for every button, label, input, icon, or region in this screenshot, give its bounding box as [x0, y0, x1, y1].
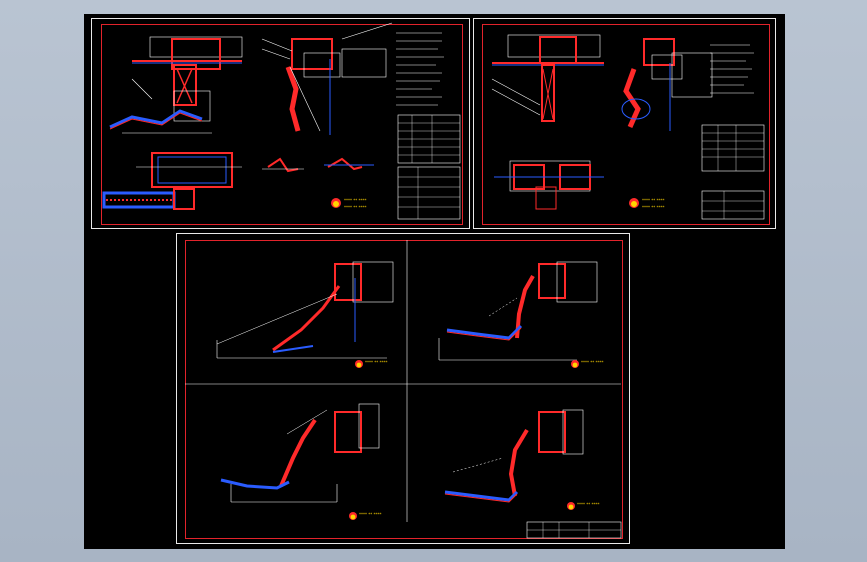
sheet-3-logo-text-1: **** ** ****	[365, 360, 388, 365]
sheet-1-drawing: **** ** **** **** ** ****	[102, 22, 461, 220]
sheet-3-logo-text-4: **** ** ****	[577, 502, 600, 507]
sheet-1-logo-text-2: **** ** ****	[344, 205, 367, 210]
sheet-1-logo-text: **** ** ****	[344, 198, 367, 203]
sheet-2-logo-text: **** ** ****	[642, 198, 665, 203]
sheet-3-drawing: **** ** **** **** ** **** **** *	[185, 240, 622, 539]
drawing-sheet-2[interactable]: **** ** **** **** ** ****	[473, 18, 776, 229]
model-space-canvas[interactable]: **** ** **** **** ** ****	[84, 14, 785, 549]
drawing-sheet-3[interactable]: **** ** **** **** ** **** **** *	[176, 233, 630, 544]
sheet-2-drawing: **** ** **** **** ** ****	[491, 34, 765, 220]
sheet-3-logo-text-3: **** ** ****	[359, 512, 382, 517]
sheet-1-border	[101, 24, 463, 225]
sheet-2-border	[482, 24, 770, 225]
sheet-2-logo-text-2: **** ** ****	[642, 205, 665, 210]
sheet-3-logo-text-2: **** ** ****	[581, 360, 604, 365]
drawing-sheet-1[interactable]: **** ** **** **** ** ****	[91, 18, 470, 229]
sheet-3-border	[185, 240, 623, 539]
